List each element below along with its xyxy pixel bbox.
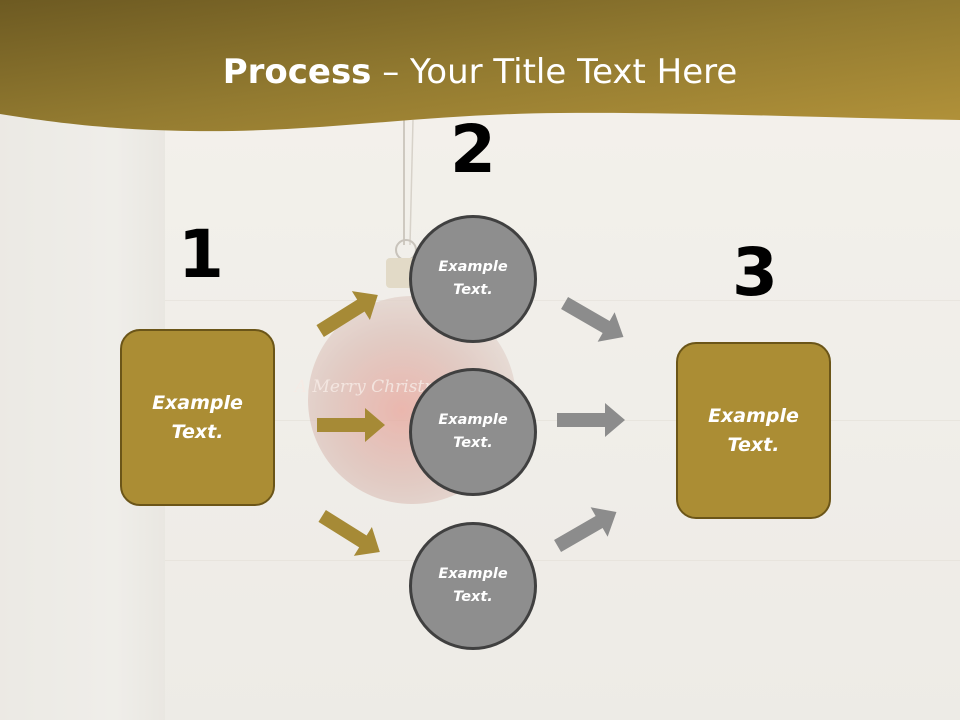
slide-title-bold: Process — [222, 52, 372, 92]
title-banner — [0, 0, 960, 132]
arrow-in-middle — [317, 408, 385, 442]
arrow-out-middle — [557, 403, 625, 437]
arrow-in-bottom — [318, 510, 380, 556]
slide-title: Process – Your Title Text Here — [0, 52, 960, 92]
circle-text: Example Text. — [438, 565, 508, 605]
step-3-box: Example Text. — [676, 342, 831, 519]
step-2-circle-bottom: Example Text. — [409, 522, 537, 650]
circle-text: Example Text. — [438, 258, 508, 298]
arrow-out-bottom — [554, 507, 617, 553]
background-wood-grain — [165, 300, 960, 301]
ornament-string — [409, 119, 414, 246]
step-1-box: Example Text. — [120, 329, 275, 506]
arrow-out-top — [561, 296, 624, 342]
step-number-1: 1 — [178, 216, 224, 293]
step-number-2: 2 — [450, 111, 496, 188]
step-1-box-text: Example Text. — [152, 392, 243, 443]
slide-title-rest: – Your Title Text Here — [371, 52, 738, 92]
arrow-in-top — [316, 291, 378, 337]
circle-text: Example Text. — [438, 411, 508, 451]
background-wood-grain — [165, 560, 960, 561]
step-2-circle-top: Example Text. — [409, 215, 537, 343]
step-number-3: 3 — [732, 234, 778, 311]
step-3-box-text: Example Text. — [708, 405, 799, 456]
step-2-circle-middle: Example Text. — [409, 368, 537, 496]
